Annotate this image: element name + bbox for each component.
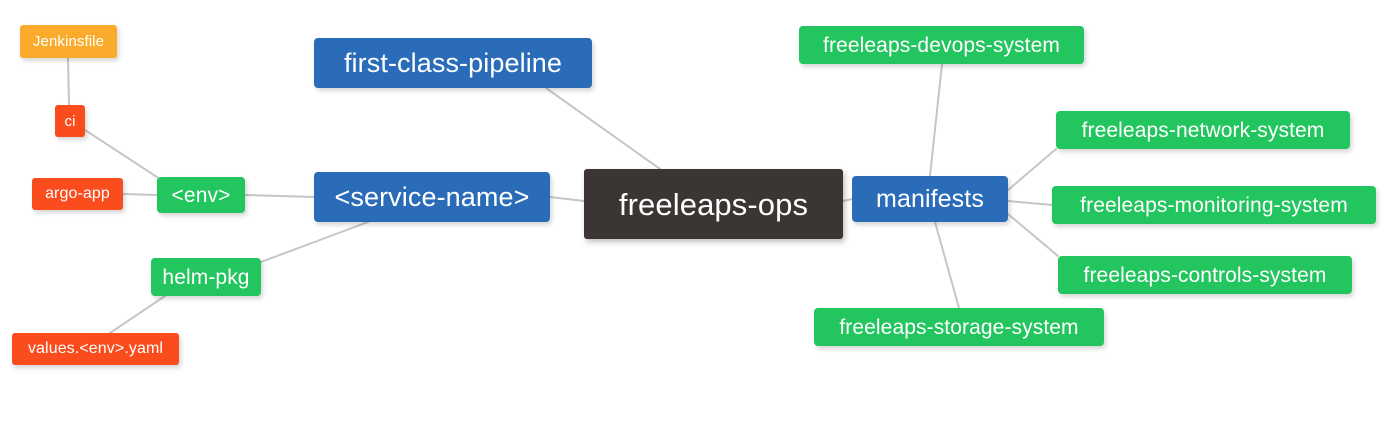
node-freeleaps-network-system[interactable]: freeleaps-network-system — [1056, 111, 1350, 149]
node-manifests[interactable]: manifests — [852, 176, 1008, 222]
node-values-env-yaml[interactable]: values.<env>.yaml — [12, 333, 179, 365]
edge-helm-pkg-to-service-name — [260, 221, 369, 263]
node-freeleaps-ops[interactable]: freeleaps-ops — [584, 169, 843, 239]
node-service-name[interactable]: <service-name> — [314, 172, 550, 222]
edge-manifests-to-freeleaps-controls-system — [1007, 213, 1059, 257]
edge-freeleaps-ops-to-manifests — [842, 198, 853, 202]
node-freeleaps-devops-system[interactable]: freeleaps-devops-system — [799, 26, 1084, 64]
node-env[interactable]: <env> — [157, 177, 245, 213]
edge-manifests-to-freeleaps-monitoring-system — [1007, 200, 1053, 206]
edge-ci-to-env — [84, 129, 161, 180]
node-first-class-pipeline[interactable]: first-class-pipeline — [314, 38, 592, 88]
edge-manifests-to-freeleaps-network-system — [1007, 148, 1057, 191]
edge-argo-app-to-env — [122, 193, 158, 196]
node-freeleaps-controls-system[interactable]: freeleaps-controls-system — [1058, 256, 1352, 294]
edge-env-to-service-name — [244, 194, 315, 198]
node-argo-app[interactable]: argo-app — [32, 178, 123, 210]
edge-values-env-yaml-to-helm-pkg — [109, 295, 166, 334]
edge-manifests-to-freeleaps-storage-system — [934, 221, 960, 309]
edge-service-name-to-freeleaps-ops — [549, 196, 585, 202]
node-freeleaps-storage-system[interactable]: freeleaps-storage-system — [814, 308, 1104, 346]
node-ci[interactable]: ci — [55, 105, 85, 137]
edge-first-class-pipeline-to-freeleaps-ops — [545, 87, 661, 170]
node-freeleaps-monitoring-system[interactable]: freeleaps-monitoring-system — [1052, 186, 1376, 224]
edge-jenkinsfile-to-ci — [67, 57, 70, 106]
edge-manifests-to-freeleaps-devops-system — [929, 63, 943, 177]
node-jenkinsfile[interactable]: Jenkinsfile — [20, 25, 117, 58]
node-helm-pkg[interactable]: helm-pkg — [151, 258, 261, 296]
